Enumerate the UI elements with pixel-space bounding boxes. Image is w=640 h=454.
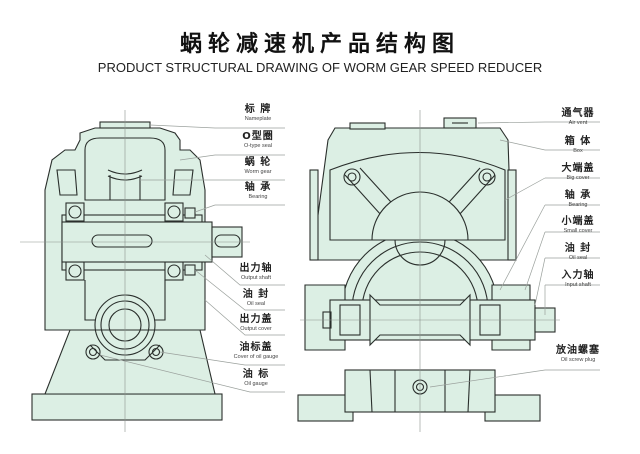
label-output-shaft: 出力轴 Output shaft <box>224 263 288 282</box>
label-en: Air vent <box>568 120 588 126</box>
oil-gauge <box>85 344 101 360</box>
label-oil-seal-left: 油 封 Oil seal <box>224 289 288 308</box>
label-en: Worm gear <box>244 169 272 175</box>
label-small-cover: 小端盖 Small cover <box>548 216 608 235</box>
title-chinese: 蜗轮减速机产品结构图 <box>179 32 460 57</box>
label-en: O-type seal <box>243 143 273 149</box>
label-en: Bearing <box>248 194 268 200</box>
label-air-vent: 通气器 Air vent <box>548 108 608 127</box>
label-en: Output cover <box>240 326 272 332</box>
label-cn: 大端盖 <box>561 163 595 174</box>
label-cn: 小端盖 <box>561 216 595 227</box>
label-cn: 油 封 <box>564 243 592 254</box>
label-oil-gauge: 油 标 Oil gauge <box>224 369 288 388</box>
label-output-cover: 出力盖 Output cover <box>224 314 288 333</box>
label-input-shaft: 入力轴 Input shaft <box>548 270 608 289</box>
label-cover-of-oil-gauge: 油标盖 Cover of oil gauge <box>222 342 290 361</box>
label-cn: 出力盖 <box>239 314 273 325</box>
label-en: Nameplate <box>244 116 272 122</box>
label-en: Oil seal <box>568 255 588 261</box>
label-cn: 蜗 轮 <box>244 157 272 168</box>
label-cn: 标 牌 <box>244 104 272 115</box>
right-view <box>297 117 556 422</box>
label-cn: 放油螺塞 <box>556 345 600 356</box>
label-en: Oil seal <box>246 301 266 307</box>
label-box: 箱 体 Box <box>548 136 608 155</box>
label-en: Oil gauge <box>244 381 268 387</box>
label-en: Oil screw plug <box>560 357 596 363</box>
label-oil-screw-plug: 放油螺塞 Oil screw plug <box>544 345 612 364</box>
label-en: Box <box>573 148 583 154</box>
label-en: Input shaft <box>565 282 591 288</box>
label-nameplate: 标 牌 Nameplate <box>228 104 288 123</box>
label-cn: 轴 承 <box>564 190 592 201</box>
label-o-type-seal: O型圈 O-type seal <box>228 131 288 150</box>
label-cn: 油 封 <box>242 289 270 300</box>
label-cn: 箱 体 <box>564 136 592 147</box>
label-cn: 出力轴 <box>239 263 273 274</box>
label-cn: 入力轴 <box>561 270 595 281</box>
label-cn: 轴 承 <box>244 182 272 193</box>
oil-gauge-cover <box>148 344 164 360</box>
label-en: Small cover <box>563 228 593 234</box>
left-base <box>31 393 223 421</box>
label-big-cover: 大端盖 Big cover <box>548 163 608 182</box>
label-en: Cover of oil gauge <box>233 354 279 360</box>
label-cn: 油标盖 <box>239 342 273 353</box>
label-oil-seal-right: 油 封 Oil seal <box>548 243 608 262</box>
label-cn: 油 标 <box>242 369 270 380</box>
label-cn: 通气器 <box>561 108 595 119</box>
label-en: Big cover <box>566 175 590 181</box>
label-en: Bearing <box>568 202 588 208</box>
label-en: Output shaft <box>241 275 271 281</box>
label-bearing-left: 轴 承 Bearing <box>228 182 288 201</box>
left-view <box>31 121 243 421</box>
label-bearing-right: 轴 承 Bearing <box>548 190 608 209</box>
label-cn: O型圈 <box>242 131 274 142</box>
title-english: PRODUCT STRUCTURAL DRAWING OF WORM GEAR … <box>97 60 543 75</box>
label-worm-gear: 蜗 轮 Worm gear <box>228 157 288 176</box>
